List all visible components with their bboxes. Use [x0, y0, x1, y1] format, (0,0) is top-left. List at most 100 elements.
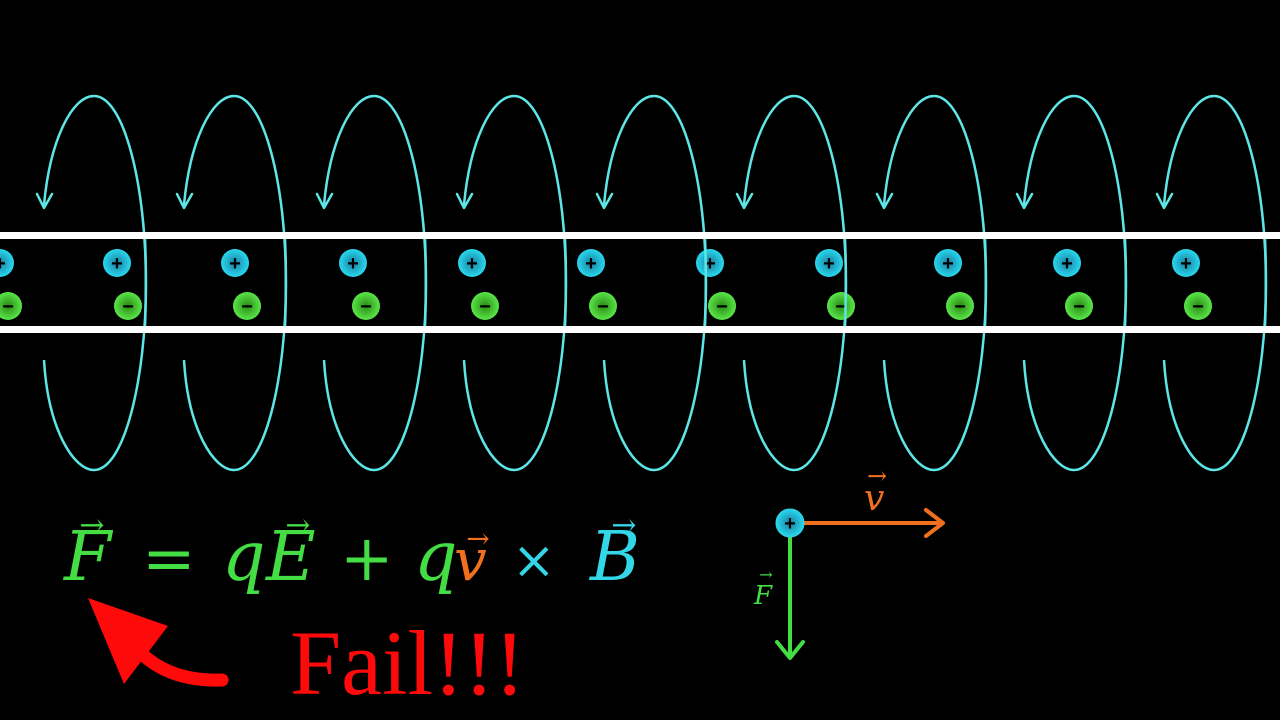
magnetic-field-loops: [35, 94, 1268, 472]
negative-charge-symbol: −: [122, 296, 134, 318]
negative-charge: [1184, 292, 1212, 320]
positive-charge: [1053, 249, 1081, 277]
field-loop-front-segment: [563, 238, 567, 327]
negative-charge: [1065, 292, 1093, 320]
force-inset: → v → F +: [753, 462, 945, 660]
positive-charge: [103, 249, 131, 277]
field-loop: [1162, 94, 1268, 472]
positive-charge-symbol: +: [466, 253, 478, 275]
field-loop-arrowhead: [875, 192, 894, 210]
negative-charge-symbol: −: [2, 296, 14, 318]
positive-charge: [934, 249, 962, 277]
positive-charge-symbol: +: [585, 253, 597, 275]
positive-charge: [696, 249, 724, 277]
field-loop-arrowhead: [315, 192, 334, 210]
negative-charge-symbol: −: [597, 296, 609, 318]
positive-charge: [577, 249, 605, 277]
field-loop: [1022, 94, 1128, 472]
negative-charge-symbol: −: [479, 296, 491, 318]
negative-charge: [352, 292, 380, 320]
positive-charge-symbol: +: [942, 253, 954, 275]
eq-B: B: [588, 518, 640, 597]
negative-charge-symbol: −: [360, 296, 372, 318]
positive-charge: [815, 249, 843, 277]
eq-plus: +: [340, 522, 394, 596]
negative-charge-symbol: −: [716, 296, 728, 318]
negative-charge: [471, 292, 499, 320]
force-label: F: [753, 581, 773, 611]
fail-arrow-head: [88, 598, 168, 684]
eq-F-arrow: →: [79, 508, 104, 543]
force-label-arrow: →: [759, 565, 772, 584]
positive-charge: [221, 249, 249, 277]
negative-charge: [946, 292, 974, 320]
field-loop-front-segment: [843, 238, 847, 327]
positive-charge: [458, 249, 486, 277]
velocity-label: v: [864, 478, 884, 519]
negative-charge: [827, 292, 855, 320]
field-loop-front-segment: [1263, 238, 1267, 327]
fail-arrow: [88, 598, 229, 687]
magnetic-field-loops-front: [143, 238, 1267, 327]
field-loop: [462, 94, 568, 472]
field-loop-front-segment: [983, 238, 987, 327]
positive-charge: [1172, 249, 1200, 277]
negative-charge: [708, 292, 736, 320]
eq-v-arrow: →: [466, 522, 489, 555]
velocity-label-arrow: →: [867, 462, 887, 490]
wire: [0, 232, 1280, 333]
force-arrow-head: [775, 640, 805, 660]
eq-B-arrow: →: [611, 508, 636, 543]
positive-charge-symbol: +: [1061, 253, 1073, 275]
positive-charge: [0, 249, 14, 277]
negative-charge-symbol: −: [241, 296, 253, 318]
eq-E: E: [264, 518, 316, 597]
lorentz-force-equation: → F = q → E + q → v × → B: [62, 508, 640, 597]
field-loop-front-segment: [143, 238, 147, 327]
eq-F: F: [62, 518, 114, 597]
negative-charge-symbol: −: [835, 296, 847, 318]
field-loop-arrowhead: [35, 192, 54, 210]
negative-charge-symbol: −: [954, 296, 966, 318]
eq-q1: q: [222, 518, 266, 597]
field-loop: [602, 94, 708, 472]
eq-v: v: [454, 526, 487, 594]
field-loop-front-segment: [423, 238, 427, 327]
field-loop: [42, 94, 148, 472]
negative-charge: [589, 292, 617, 320]
field-loop-arrowhead: [735, 192, 754, 210]
negative-charge-symbol: −: [1192, 296, 1204, 318]
field-loop: [322, 94, 428, 472]
field-loop-front-segment: [1123, 238, 1127, 327]
inset-positive-charge: [775, 508, 805, 538]
field-loop-front-segment: [283, 238, 287, 327]
negative-charge-symbol: −: [1073, 296, 1085, 318]
field-loop-arrowhead: [595, 192, 614, 210]
fail-label: Fail!!!: [290, 612, 525, 714]
inset-positive-charge-symbol: +: [784, 513, 796, 535]
positive-charge-symbol: +: [1180, 253, 1192, 275]
field-loop: [882, 94, 988, 472]
positive-charge-symbol: +: [111, 253, 123, 275]
field-loop-arrowhead: [175, 192, 194, 210]
field-loop-arrowhead: [1155, 192, 1174, 210]
field-loop-arrowhead: [1015, 192, 1034, 210]
positive-charge-symbol: +: [347, 253, 359, 275]
positive-charge-symbol: +: [823, 253, 835, 275]
wire-top-edge: [0, 232, 1280, 239]
eq-times: ×: [512, 531, 556, 591]
eq-equals: =: [142, 522, 196, 596]
positive-charge: [339, 249, 367, 277]
negative-charge: [233, 292, 261, 320]
positive-charge-symbol: +: [229, 253, 241, 275]
negative-charge: [0, 292, 22, 320]
wire-bottom-edge: [0, 326, 1280, 333]
field-loop: [182, 94, 288, 472]
velocity-arrow-head: [924, 508, 945, 538]
field-loop-front-segment: [703, 238, 707, 327]
wire-charges: +++++++++++−−−−−−−−−−−: [0, 249, 1212, 320]
eq-E-arrow: →: [285, 508, 310, 543]
positive-charge-symbol: +: [704, 253, 716, 275]
eq-q2: q: [414, 518, 458, 597]
